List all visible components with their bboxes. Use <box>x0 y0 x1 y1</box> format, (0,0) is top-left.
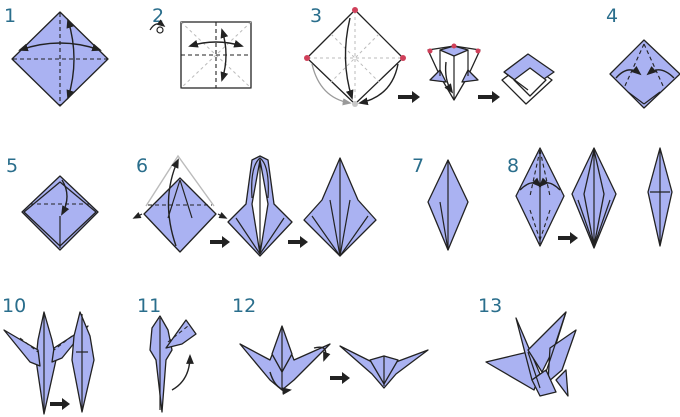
step-3-figure <box>304 7 555 107</box>
step-8-figure <box>515 147 673 249</box>
step-number-1: 1 <box>4 5 16 27</box>
step-12-figure <box>239 325 429 395</box>
step-2-figure <box>149 19 252 89</box>
step-number-5: 5 <box>6 155 18 177</box>
step-number-11: 11 <box>137 295 161 317</box>
step-11-figure <box>149 315 197 413</box>
step-7-figure <box>427 159 469 251</box>
step-5-figure <box>21 175 99 251</box>
step-1-figure <box>11 11 109 107</box>
step-10-figure <box>3 311 95 415</box>
step-4-figure <box>609 39 680 109</box>
step-number-12: 12 <box>232 295 256 317</box>
step-number-7: 7 <box>412 155 424 177</box>
step-number-10: 10 <box>2 295 26 317</box>
step-6-figure <box>132 154 377 257</box>
step-13-figure <box>485 311 577 397</box>
step-number-6: 6 <box>136 155 148 177</box>
step-number-13: 13 <box>478 295 502 317</box>
step-number-8: 8 <box>507 155 519 177</box>
step-number-3: 3 <box>310 5 322 27</box>
step-number-4: 4 <box>606 5 618 27</box>
